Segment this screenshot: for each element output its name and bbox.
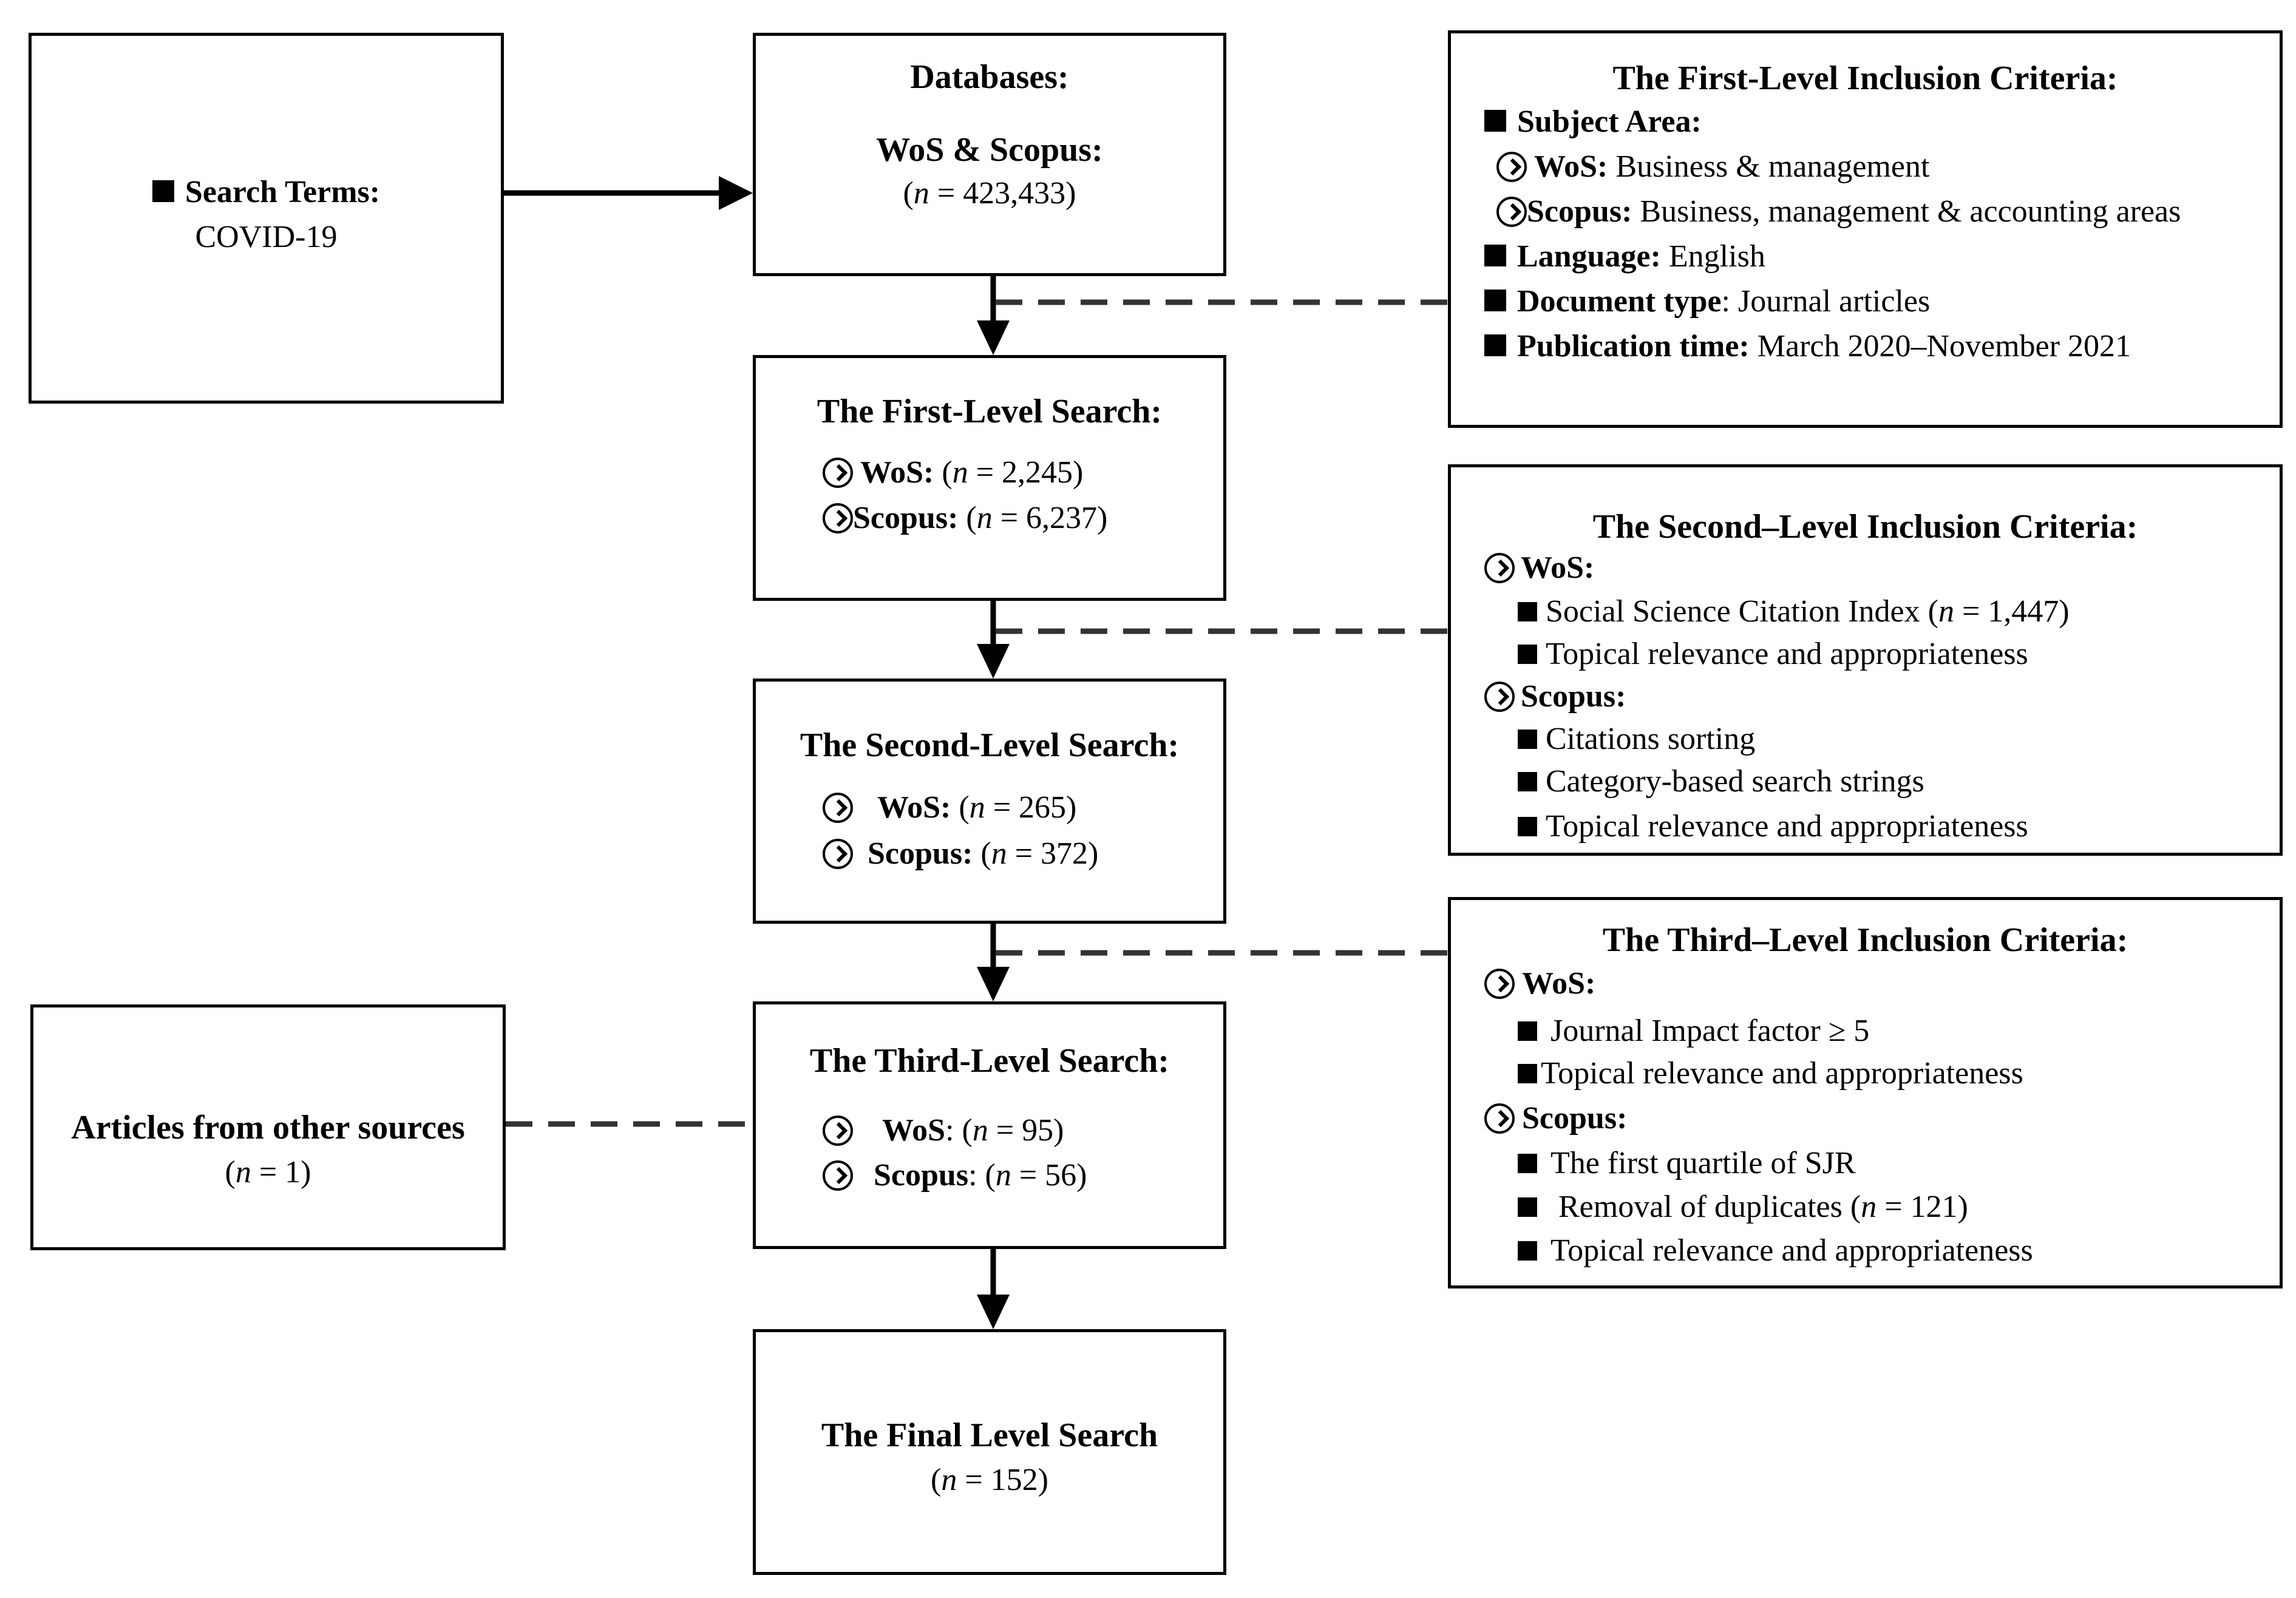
final-level-search-title: The Final Level Search — [821, 1417, 1158, 1454]
square-bullet-icon — [1484, 110, 1506, 132]
criteria2-scopus-item-2: Category-based search strings — [1518, 766, 1924, 797]
search-terms-label-line: Search Terms: — [32, 177, 501, 208]
square-bullet-icon — [1518, 645, 1537, 664]
other-sources-title: Articles from other sources — [71, 1109, 465, 1146]
square-bullet-icon — [1518, 1154, 1537, 1173]
square-bullet-icon — [1518, 602, 1537, 621]
chevron-circle-icon — [1484, 1103, 1515, 1134]
chevron-circle-icon — [1496, 197, 1527, 227]
chevron-circle-icon — [1484, 969, 1515, 999]
third-level-scopus: Scopus: (n = 56) — [823, 1160, 1087, 1191]
chevron-circle-icon — [823, 793, 853, 823]
databases-name: WoS & Scopus: — [876, 131, 1103, 169]
final-level-count: (n = 152) — [931, 1463, 1048, 1497]
criteria3-title: The Third–Level Inclusion Criteria: — [1602, 921, 2128, 959]
criteria2-wos-item-2: Topical relevance and appropriateness — [1518, 638, 2028, 670]
first-level-search-title: The First-Level Search: — [817, 393, 1163, 430]
criteria1-wos: WoS: Business & management — [1496, 151, 1929, 183]
criteria3-scopus-item-3: Topical relevance and appropriateness — [1518, 1235, 2033, 1267]
criteria1-title: The First-Level Inclusion Criteria: — [1612, 59, 2118, 97]
criteria-third-level-box: The Third–Level Inclusion Criteria: WoS:… — [1448, 897, 2283, 1288]
third-level-search-title: The Third-Level Search: — [809, 1042, 1170, 1080]
search-terms-label: Search Terms: — [185, 175, 381, 209]
other-sources-box: Articles from other sources (n = 1) — [30, 1004, 506, 1250]
square-bullet-icon — [1518, 1197, 1537, 1217]
chevron-circle-icon — [1484, 682, 1515, 712]
criteria3-wos: WoS: — [1484, 968, 1595, 1000]
square-bullet-icon — [1484, 245, 1506, 266]
chevron-circle-icon — [823, 503, 853, 533]
chevron-circle-icon — [1484, 553, 1515, 583]
square-bullet-icon — [1518, 817, 1537, 836]
chevron-circle-icon — [823, 1116, 853, 1146]
criteria1-subject-area: Subject Area: — [1484, 106, 1702, 138]
third-level-wos: WoS: (n = 95) — [823, 1115, 1064, 1146]
square-bullet-icon — [1518, 730, 1537, 749]
second-level-search-box: The Second-Level Search: WoS: (n = 265) … — [753, 679, 1226, 924]
second-level-search-title: The Second-Level Search: — [800, 726, 1180, 764]
chevron-circle-icon — [1496, 152, 1527, 182]
chevron-circle-icon — [823, 458, 853, 488]
criteria1-publication-time: Publication time: March 2020–November 20… — [1484, 331, 2131, 362]
square-bullet-icon — [1518, 772, 1537, 791]
criteria2-scopus: Scopus: — [1484, 681, 1626, 713]
square-bullet-icon — [1518, 1021, 1537, 1041]
arrowhead-terms — [719, 176, 753, 210]
first-level-search-box: The First-Level Search: WoS: (n = 2,245)… — [753, 355, 1226, 601]
second-level-wos: WoS: (n = 265) — [823, 792, 1076, 824]
criteria2-scopus-item-1: Citations sorting — [1518, 723, 1755, 755]
criteria2-title: The Second–Level Inclusion Criteria: — [1592, 508, 2138, 546]
second-level-scopus: Scopus: (n = 372) — [823, 838, 1098, 870]
third-level-search-box: The Third-Level Search: WoS: (n = 95) Sc… — [753, 1001, 1226, 1249]
final-level-search-box: The Final Level Search (n = 152) — [753, 1329, 1226, 1575]
criteria3-scopus-item-1: The first quartile of SJR — [1518, 1148, 1856, 1179]
square-bullet-icon — [1484, 334, 1506, 356]
criteria2-scopus-item-3: Topical relevance and appropriateness — [1518, 811, 2028, 842]
search-terms-value: COVID-19 — [195, 220, 338, 254]
criteria3-scopus: Scopus: — [1484, 1103, 1627, 1134]
search-terms-box: Search Terms: COVID-19 — [29, 33, 504, 404]
criteria2-wos-item-1: Social Science Citation Index (n = 1,447… — [1518, 596, 2070, 628]
first-level-wos: WoS: (n = 2,245) — [823, 457, 1083, 489]
other-sources-count: (n = 1) — [225, 1155, 311, 1190]
criteria-first-level-box: The First-Level Inclusion Criteria: Subj… — [1448, 30, 2283, 428]
databases-count: (n = 423,433) — [903, 176, 1076, 211]
criteria3-wos-item-1: Journal Impact factor ≥ 5 — [1518, 1015, 1869, 1047]
chevron-circle-icon — [823, 1160, 853, 1191]
criteria2-wos: WoS: — [1484, 552, 1594, 584]
criteria3-scopus-item-2: Removal of duplicates (n = 121) — [1518, 1191, 1968, 1223]
square-bullet-icon — [1484, 289, 1506, 311]
first-level-scopus: Scopus: (n = 6,237) — [823, 503, 1107, 534]
square-bullet-icon — [152, 180, 174, 202]
databases-title: Databases: — [910, 58, 1069, 96]
chevron-circle-icon — [823, 839, 853, 869]
criteria3-wos-item-2: Topical relevance and appropriateness — [1518, 1058, 2023, 1089]
square-bullet-icon — [1518, 1064, 1537, 1083]
square-bullet-icon — [1518, 1241, 1537, 1261]
criteria-second-level-box: The Second–Level Inclusion Criteria: WoS… — [1448, 464, 2283, 856]
criteria1-document-type: Document type: Journal articles — [1484, 286, 1930, 317]
criteria1-scopus: Scopus: Business, management & accountin… — [1496, 196, 2181, 228]
databases-box: Databases: WoS & Scopus: (n = 423,433) — [753, 33, 1226, 276]
criteria1-language: Language: English — [1484, 241, 1765, 273]
